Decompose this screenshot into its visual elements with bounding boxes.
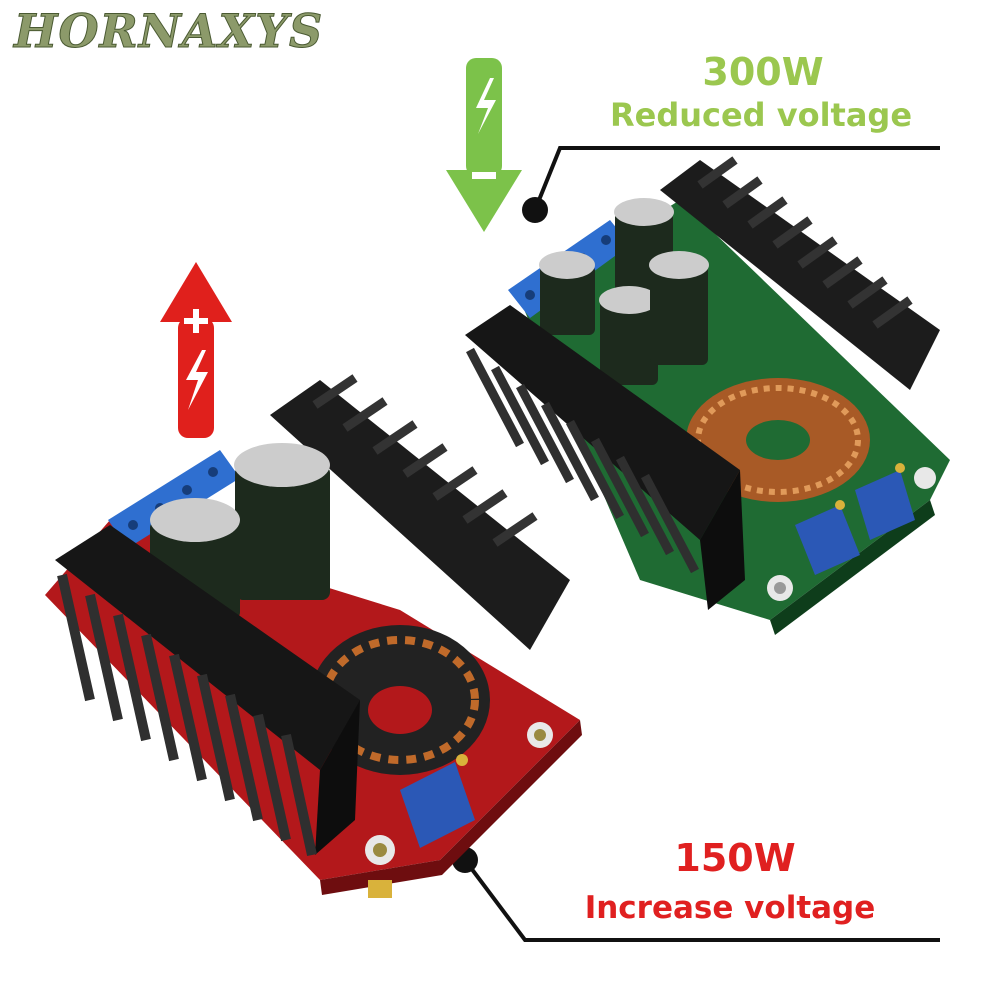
callout-line-top bbox=[522, 146, 940, 223]
boost-capacitors bbox=[150, 443, 330, 620]
red-up-arrow-plus-bolt-icon bbox=[160, 262, 232, 438]
buck-capacitors bbox=[539, 198, 709, 385]
reduced-power-label: 300W bbox=[702, 50, 824, 94]
increase-voltage-label: Increase voltage bbox=[584, 890, 876, 926]
brand-logo: HORNAXYS bbox=[13, 4, 324, 59]
boost-rear-heatsink bbox=[270, 374, 570, 650]
green-down-arrow-minus-bolt-icon bbox=[446, 58, 522, 232]
boost-potentiometer bbox=[400, 754, 475, 848]
buck-rear-heatsink bbox=[660, 156, 940, 390]
buck-module bbox=[465, 156, 950, 635]
buck-front-heatsink bbox=[465, 305, 745, 610]
reduced-voltage-label: Reduced voltage bbox=[609, 96, 913, 134]
increase-power-label: 150W bbox=[674, 836, 796, 880]
boost-front-heatsink bbox=[55, 525, 360, 857]
buck-potentiometers bbox=[795, 463, 915, 575]
boost-module bbox=[45, 374, 582, 898]
